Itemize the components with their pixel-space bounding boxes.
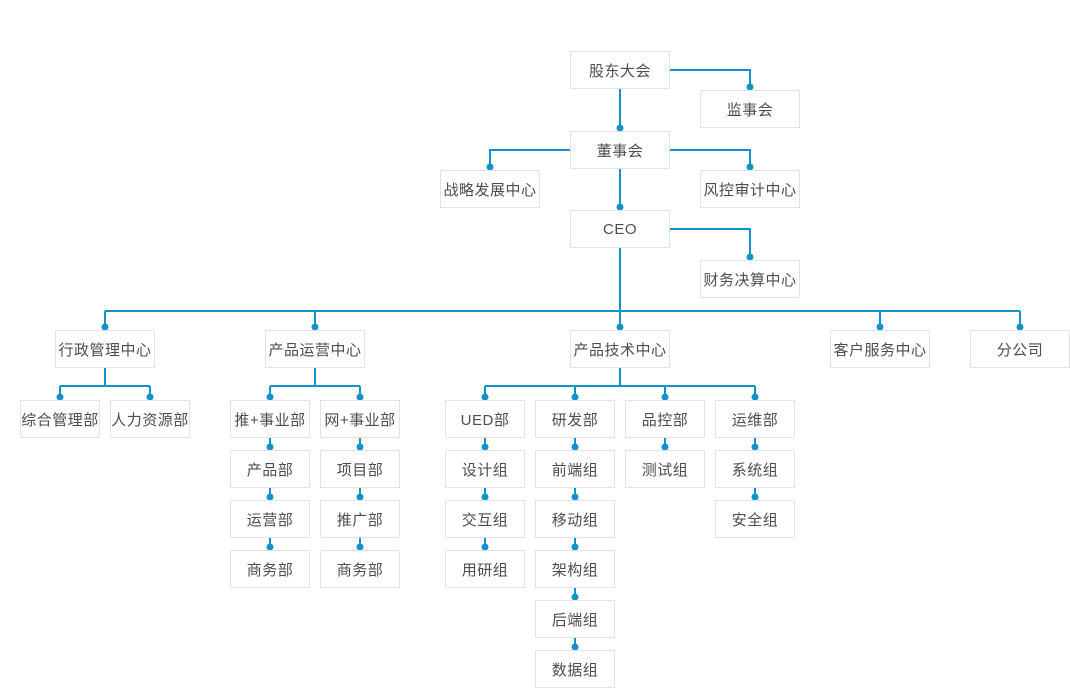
org-node-risk-audit-center: 风控审计中心	[700, 170, 800, 208]
org-node-label: 产品运营中心	[268, 341, 362, 359]
org-node-label: 运维部	[731, 411, 779, 429]
org-node-user-research-group: 用研组	[445, 550, 525, 588]
org-node-label: 设计组	[461, 461, 509, 479]
connector-line	[670, 228, 751, 257]
org-node-om-dept: 运维部	[715, 400, 795, 438]
org-node-label: 推广部	[336, 511, 384, 529]
org-node-label: 用研组	[461, 561, 509, 579]
org-node-label: 商务部	[336, 561, 384, 579]
org-node-label: 产品技术中心	[573, 341, 667, 359]
org-node-tui-business-dept: 推+事业部	[230, 400, 310, 438]
org-node-label: 后端组	[551, 611, 599, 629]
org-node-ceo: CEO	[570, 210, 670, 248]
org-node-label: 交互组	[461, 511, 509, 529]
org-node-design-group: 设计组	[445, 450, 525, 488]
org-node-label: 品控部	[641, 411, 689, 429]
org-node-label: 移动组	[551, 511, 599, 529]
org-node-interaction-group: 交互组	[445, 500, 525, 538]
org-node-general-mgmt-dept: 综合管理部	[20, 400, 100, 438]
org-node-system-group: 系统组	[715, 450, 795, 488]
org-node-branch-company: 分公司	[970, 330, 1070, 368]
org-node-testing-group: 测试组	[625, 450, 705, 488]
org-node-mobile-group: 移动组	[535, 500, 615, 538]
org-node-label: 人力资源部	[111, 411, 189, 429]
org-node-label: CEO	[602, 220, 637, 238]
connector-line	[489, 149, 570, 167]
org-node-label: 安全组	[731, 511, 779, 529]
org-node-label: 股东大会	[588, 62, 651, 80]
org-node-frontend-group: 前端组	[535, 450, 615, 488]
org-node-operations-dept: 运营部	[230, 500, 310, 538]
org-node-label: 推+事业部	[234, 411, 306, 429]
org-node-ued-dept: UED部	[445, 400, 525, 438]
org-node-project-dept: 项目部	[320, 450, 400, 488]
org-node-label: 项目部	[336, 461, 384, 479]
org-node-label: 综合管理部	[21, 411, 99, 429]
org-node-customer-service-center: 客户服务中心	[830, 330, 930, 368]
org-node-label: 风控审计中心	[703, 181, 797, 199]
org-node-product-tech-center: 产品技术中心	[570, 330, 670, 368]
org-node-label: 财务决算中心	[703, 271, 797, 289]
org-node-label: 分公司	[996, 341, 1044, 359]
org-node-label: 产品部	[246, 461, 294, 479]
org-node-label: 行政管理中心	[58, 341, 152, 359]
org-node-label: 商务部	[246, 561, 294, 579]
org-node-label: 网+事业部	[324, 411, 396, 429]
org-node-business-dept-2: 商务部	[320, 550, 400, 588]
org-node-wang-business-dept: 网+事业部	[320, 400, 400, 438]
org-node-label: 研发部	[551, 411, 599, 429]
org-node-supervisory-board: 监事会	[700, 90, 800, 128]
org-node-promotion-dept: 推广部	[320, 500, 400, 538]
org-node-label: 董事会	[596, 142, 644, 160]
org-node-shareholders-meeting: 股东大会	[570, 51, 670, 89]
org-node-backend-group: 后端组	[535, 600, 615, 638]
org-node-hr-dept: 人力资源部	[110, 400, 190, 438]
org-node-label: 系统组	[731, 461, 779, 479]
org-node-strategy-dev-center: 战略发展中心	[440, 170, 540, 208]
org-node-label: 前端组	[551, 461, 599, 479]
org-node-rd-dept: 研发部	[535, 400, 615, 438]
connector-line	[670, 149, 751, 167]
org-node-board-of-directors: 董事会	[570, 131, 670, 169]
org-node-product-dept: 产品部	[230, 450, 310, 488]
org-node-label: 测试组	[641, 461, 689, 479]
org-node-label: 架构组	[551, 561, 599, 579]
org-node-architecture-group: 架构组	[535, 550, 615, 588]
org-node-admin-center: 行政管理中心	[55, 330, 155, 368]
org-node-security-group: 安全组	[715, 500, 795, 538]
org-node-label: 客户服务中心	[833, 341, 927, 359]
org-node-label: 监事会	[726, 101, 774, 119]
org-node-label: 战略发展中心	[443, 181, 537, 199]
org-node-finance-center: 财务决算中心	[700, 260, 800, 298]
connector-line	[670, 69, 751, 87]
org-node-label: UED部	[460, 411, 510, 429]
org-node-label: 运营部	[246, 511, 294, 529]
org-node-data-group: 数据组	[535, 650, 615, 688]
org-node-qc-dept: 品控部	[625, 400, 705, 438]
org-node-product-ops-center: 产品运营中心	[265, 330, 365, 368]
org-node-business-dept-1: 商务部	[230, 550, 310, 588]
org-node-label: 数据组	[551, 661, 599, 679]
